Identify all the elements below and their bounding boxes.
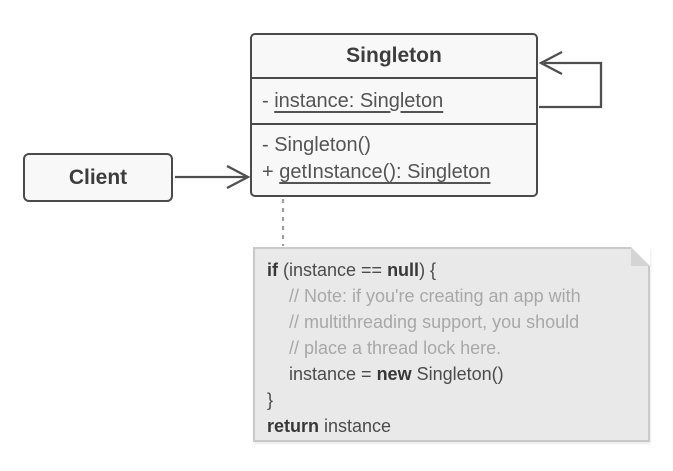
code-line: // Note: if you're creating an app with	[289, 286, 581, 306]
attribute-signature: instance: Singleton	[274, 89, 444, 112]
method-constructor: - Singleton()	[262, 132, 526, 159]
method-getinstance: + getInstance(): Singleton	[262, 159, 526, 186]
code-line: return instance	[267, 416, 392, 436]
client-association-arrow	[175, 164, 251, 190]
method-visibility: +	[262, 161, 280, 183]
note-fold-corner	[631, 247, 650, 266]
code-line: }	[267, 390, 274, 410]
code-note[interactable]: if (instance == null) { // Note: if you'r…	[253, 247, 650, 442]
singleton-class-name: Singleton	[346, 44, 442, 67]
code-line: // place a thread lock here.	[289, 338, 502, 358]
self-reference-arrow	[538, 50, 603, 109]
code-line: if (instance == null) {	[267, 260, 437, 280]
code-line: // multithreading support, you should	[289, 312, 580, 332]
method-visibility: -	[262, 134, 275, 156]
client-class-name: Client	[68, 166, 128, 189]
note-code-block: if (instance == null) { // Note: if you'r…	[267, 257, 636, 439]
singleton-methods-section: - Singleton() + getInstance(): Singleton	[252, 123, 536, 195]
attribute-visibility: -	[262, 89, 275, 112]
singleton-attributes-section: - instance: Singleton	[252, 77, 536, 123]
code-line: instance = new Singleton()	[289, 364, 504, 384]
method-signature: Singleton()	[274, 134, 371, 156]
singleton-class-box[interactable]: Singleton - instance: Singleton - Single…	[250, 33, 538, 197]
attribute-instance: - instance: Singleton	[262, 88, 443, 115]
client-class-box[interactable]: Client	[23, 153, 173, 202]
method-signature: getInstance(): Singleton	[279, 161, 491, 183]
